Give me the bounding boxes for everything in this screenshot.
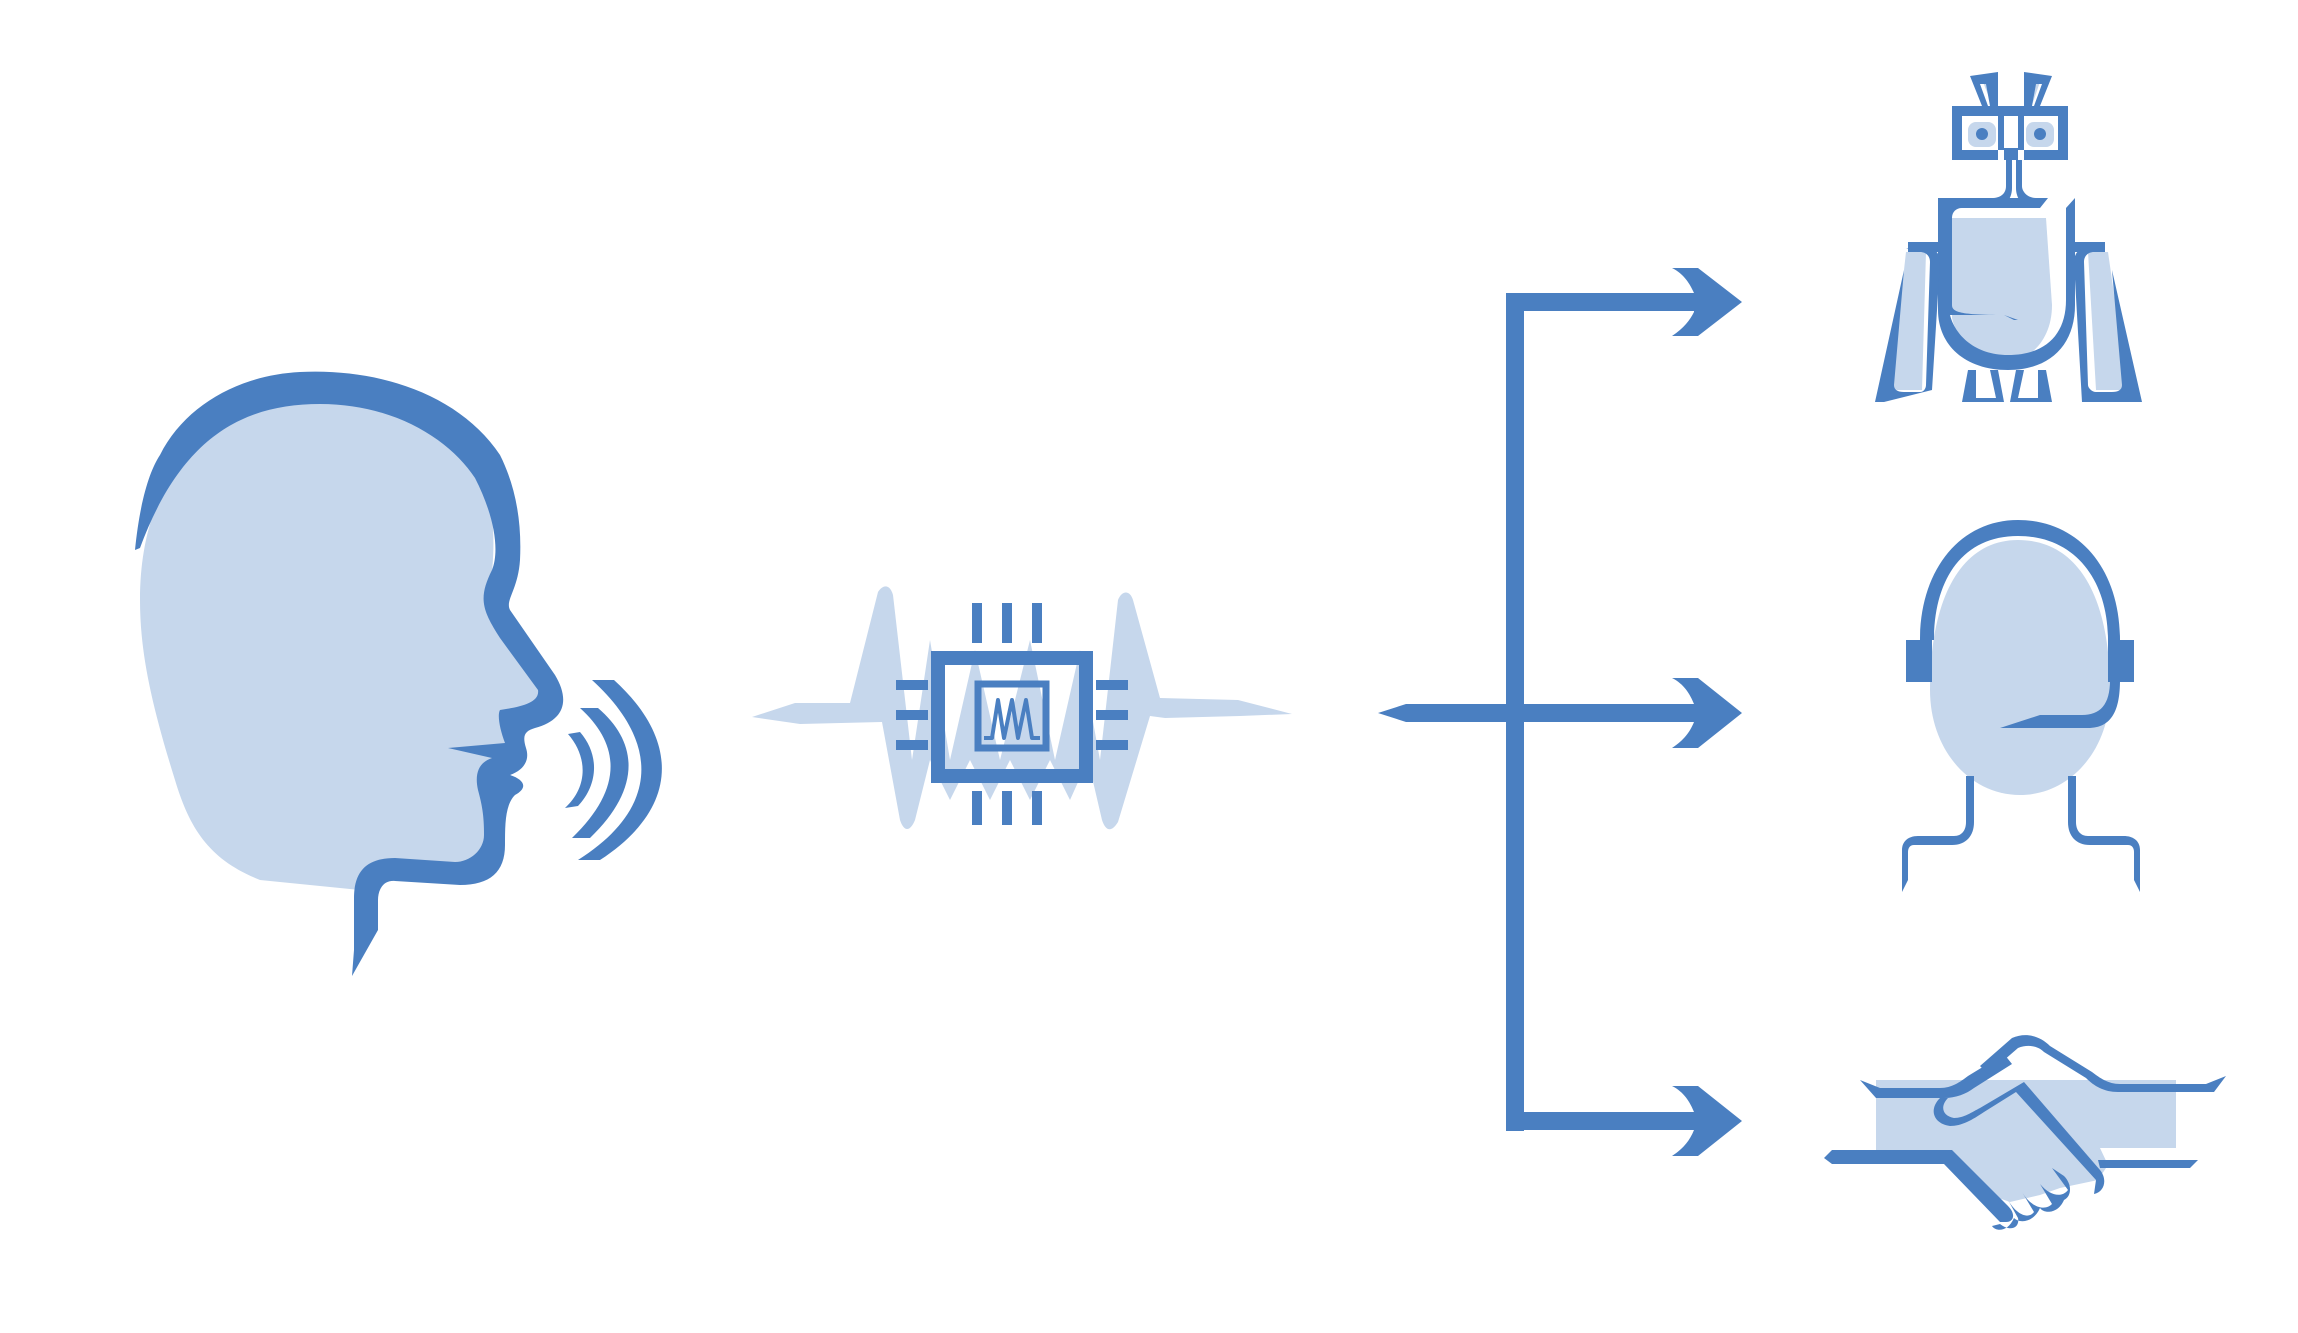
robot-head [1952,106,2068,160]
connector-branch-top [1506,293,1698,311]
chip-inner [974,680,1050,752]
handshake-bottom-line [2098,1160,2198,1168]
speaking-head-icon [135,371,662,977]
branch-connector [1378,268,1742,1156]
handshake-upper-hand [1933,1082,2105,1194]
sound-wave-medium [572,708,629,838]
robot-arm-left-fill [1891,252,1926,390]
robot-leg-left [1962,370,2004,402]
handshake-icon [1824,1035,2226,1230]
robot-arm-right-fill [2088,252,2127,390]
person-shoulders [1902,776,1974,892]
robot-arm-right [2074,248,2142,402]
handshake-left-cuff [1860,1054,2012,1098]
connector-branch-middle [1506,704,1698,722]
robot-antenna-left [1970,72,1998,106]
sound-wave-large [578,680,662,860]
speech-chip-icon [752,586,1292,830]
connector-input-line [1378,704,1520,722]
waveform-fill [752,586,1292,830]
robot-icon [1875,72,2142,402]
chip-outer [931,651,1093,783]
handshake-lower-hand [1824,1150,2014,1222]
connector-branch-bottom [1506,1112,1698,1130]
robot-leg-right [2010,370,2052,402]
head-outline-top [135,371,564,977]
headset-earcup-right [2108,640,2134,682]
person-hair [1920,520,2120,640]
robot-torso [1938,198,2075,370]
headset-mic [2000,680,2120,728]
chip-pins [896,603,1128,825]
robot-torso-fill [1952,218,2052,362]
head-face-fill [140,392,549,890]
chip-waveform [984,698,1040,740]
robot-arm-left [1875,248,1940,402]
handshake-right-cuff [1980,1035,2226,1092]
person-face-fill [1930,540,2110,795]
arrowhead-bottom [1672,1086,1742,1156]
headset-earcup-left [1906,640,1932,682]
sound-wave-small [565,732,595,808]
handshake-fingers [1992,1168,2070,1230]
robot-antenna-right [2024,72,2052,106]
headset-person-icon [1902,520,2140,892]
arrowhead-middle [1672,678,1742,748]
arrowhead-top [1672,268,1742,336]
